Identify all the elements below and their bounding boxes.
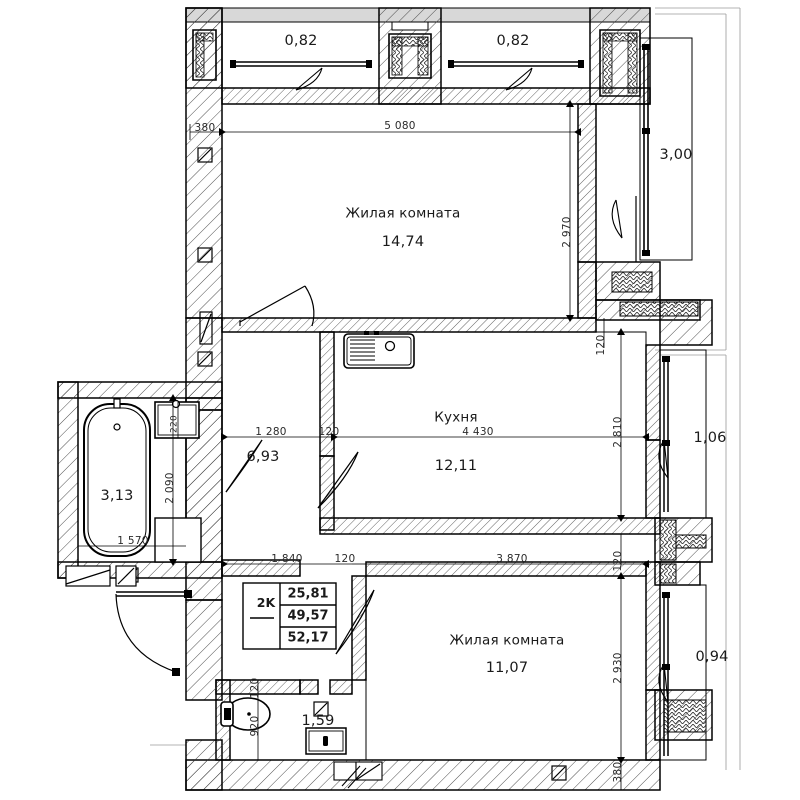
balcony-right-mid-area: 1,06 xyxy=(693,429,727,446)
balcony-top-left-area: 0,82 xyxy=(284,32,318,49)
dim-wc-wall: 120 xyxy=(248,677,261,699)
balcony-top-right-area: 0,82 xyxy=(496,32,530,49)
balcony-right-low-area: 0,94 xyxy=(695,648,729,665)
dim-wc-width: 920 xyxy=(248,715,261,737)
fixtures xyxy=(65,331,415,789)
dim-bottom-wall: 380 xyxy=(611,761,624,783)
entry-cabinet-icon xyxy=(65,565,137,587)
riser-detail-icon xyxy=(333,761,383,789)
dim-wall120-kitchen-top: 120 xyxy=(594,334,607,356)
living-room-1-name: Жилая комната xyxy=(345,205,461,222)
interior-doors xyxy=(115,285,375,676)
kitchen-name: Кухня xyxy=(434,409,478,426)
kitchen-sink-icon xyxy=(343,331,415,369)
washbasin-icon xyxy=(154,399,200,439)
wc-basin-icon xyxy=(305,727,347,755)
dim-living2-width: 3 870 xyxy=(496,552,528,565)
bathtub-icon xyxy=(83,398,151,557)
dim-left-wall: 380 xyxy=(194,121,216,134)
dimension-lines xyxy=(78,100,649,790)
dim-living1-height: 2 970 xyxy=(560,216,573,248)
walls xyxy=(57,7,713,791)
bathroom-area: 3,13 xyxy=(100,487,134,504)
dim-bathroom-width: 1 570 xyxy=(117,534,149,547)
dim-bathroom-height: 2 090 xyxy=(163,472,176,504)
dim-living2-height: 2 930 xyxy=(611,652,624,684)
dim-wall120-kitchen-right: 120 xyxy=(611,550,624,572)
summary-area-without-balcony: 49,57 xyxy=(287,608,329,624)
dim-hallway-wall-top: 120 xyxy=(318,425,340,438)
summary-type-label: 2K xyxy=(256,594,276,610)
dim-hallway-wall-bottom: 120 xyxy=(334,552,356,565)
dim-hallway-width-left: 1 280 xyxy=(255,425,287,438)
dim-bathroom-small: 220 xyxy=(169,414,180,434)
summary-table-frame xyxy=(242,582,337,650)
balcony-right-main-area: 3,00 xyxy=(659,146,693,163)
summary-living-area: 25,81 xyxy=(287,586,329,602)
summary-total-area: 52,17 xyxy=(287,630,329,646)
hallway-area: 6,93 xyxy=(246,448,280,465)
dim-hallway-width-bottom: 1 840 xyxy=(271,552,303,565)
kitchen-area: 12,11 xyxy=(434,457,478,474)
living-room-1-area: 14,74 xyxy=(381,233,425,250)
dim-kitchen-height: 2 810 xyxy=(611,416,624,448)
toilet-icon xyxy=(220,697,271,731)
wc-area: 1,59 xyxy=(301,712,335,729)
dim-kitchen-width: 4 430 xyxy=(462,425,494,438)
living-room-2-name: Жилая комната xyxy=(449,632,565,649)
washing-machine-icon xyxy=(154,517,202,563)
balcony-glazing xyxy=(221,21,707,761)
dim-living1-width: 5 080 xyxy=(384,119,416,132)
room-outlines xyxy=(77,103,647,761)
living-room-2-area: 11,07 xyxy=(485,659,529,676)
